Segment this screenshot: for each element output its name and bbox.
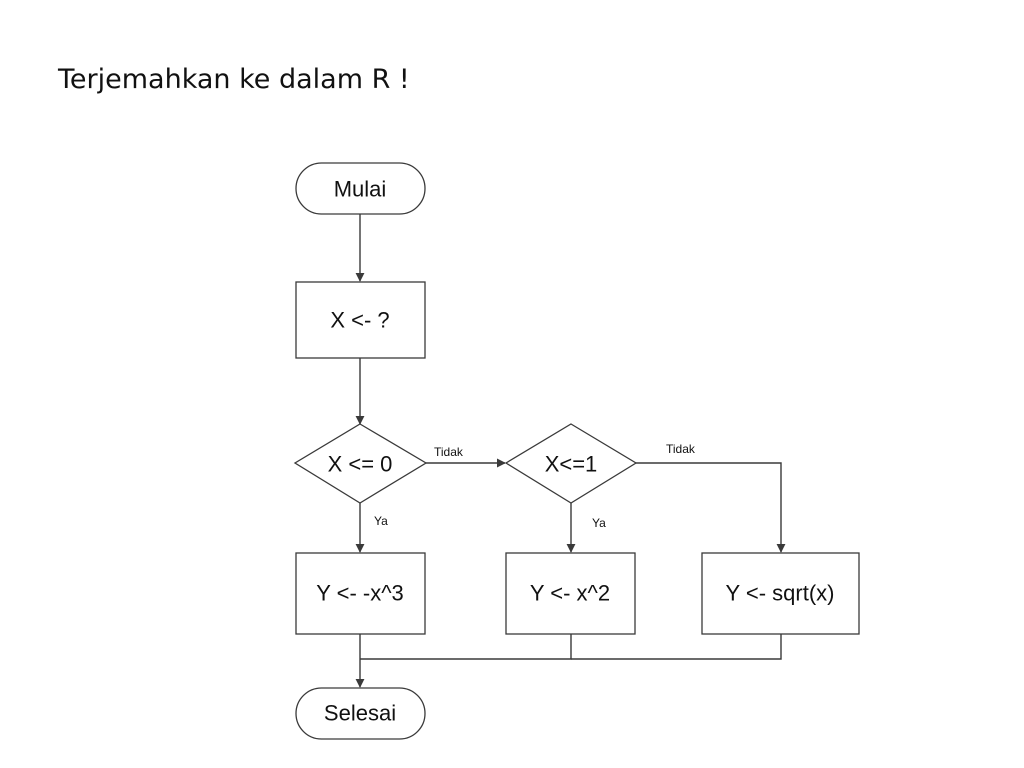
slide-title: Terjemahkan ke dalam R !: [58, 64, 410, 95]
process-node-1: Y <- -x^3: [295, 552, 426, 635]
end-node-label: Selesai: [324, 701, 396, 726]
end-node: Selesai: [295, 687, 426, 740]
start-node-label: Mulai: [334, 177, 387, 202]
edge-label-decision2-yes: Ya: [592, 516, 606, 530]
edge-process2-merge: [360, 634, 572, 660]
process-node-1-label: Y <- -x^3: [316, 581, 404, 606]
process-node-2-label: Y <- x^2: [530, 581, 610, 606]
edge-process3-merge: [571, 634, 782, 660]
process-node-3: Y <- sqrt(x): [701, 552, 860, 635]
process-node-2: Y <- x^2: [505, 552, 636, 635]
edge-label-decision1-no: Tidak: [434, 445, 464, 459]
edge-label-decision1-yes: Ya: [374, 514, 388, 528]
edge-label-decision2-no: Tidak: [666, 442, 696, 456]
edge-decision2-no: [636, 462, 786, 553]
process-node-3-label: Y <- sqrt(x): [725, 581, 834, 606]
input-node: X <- ?: [295, 281, 426, 359]
decision-node-1: X <= 0: [293, 423, 428, 504]
decision-node-2: X<=1: [504, 423, 638, 504]
decision-node-1-label: X <= 0: [328, 452, 393, 477]
decision-node-2-label: X<=1: [545, 452, 598, 477]
start-node: Mulai: [295, 162, 426, 215]
input-node-label: X <- ?: [330, 308, 389, 333]
